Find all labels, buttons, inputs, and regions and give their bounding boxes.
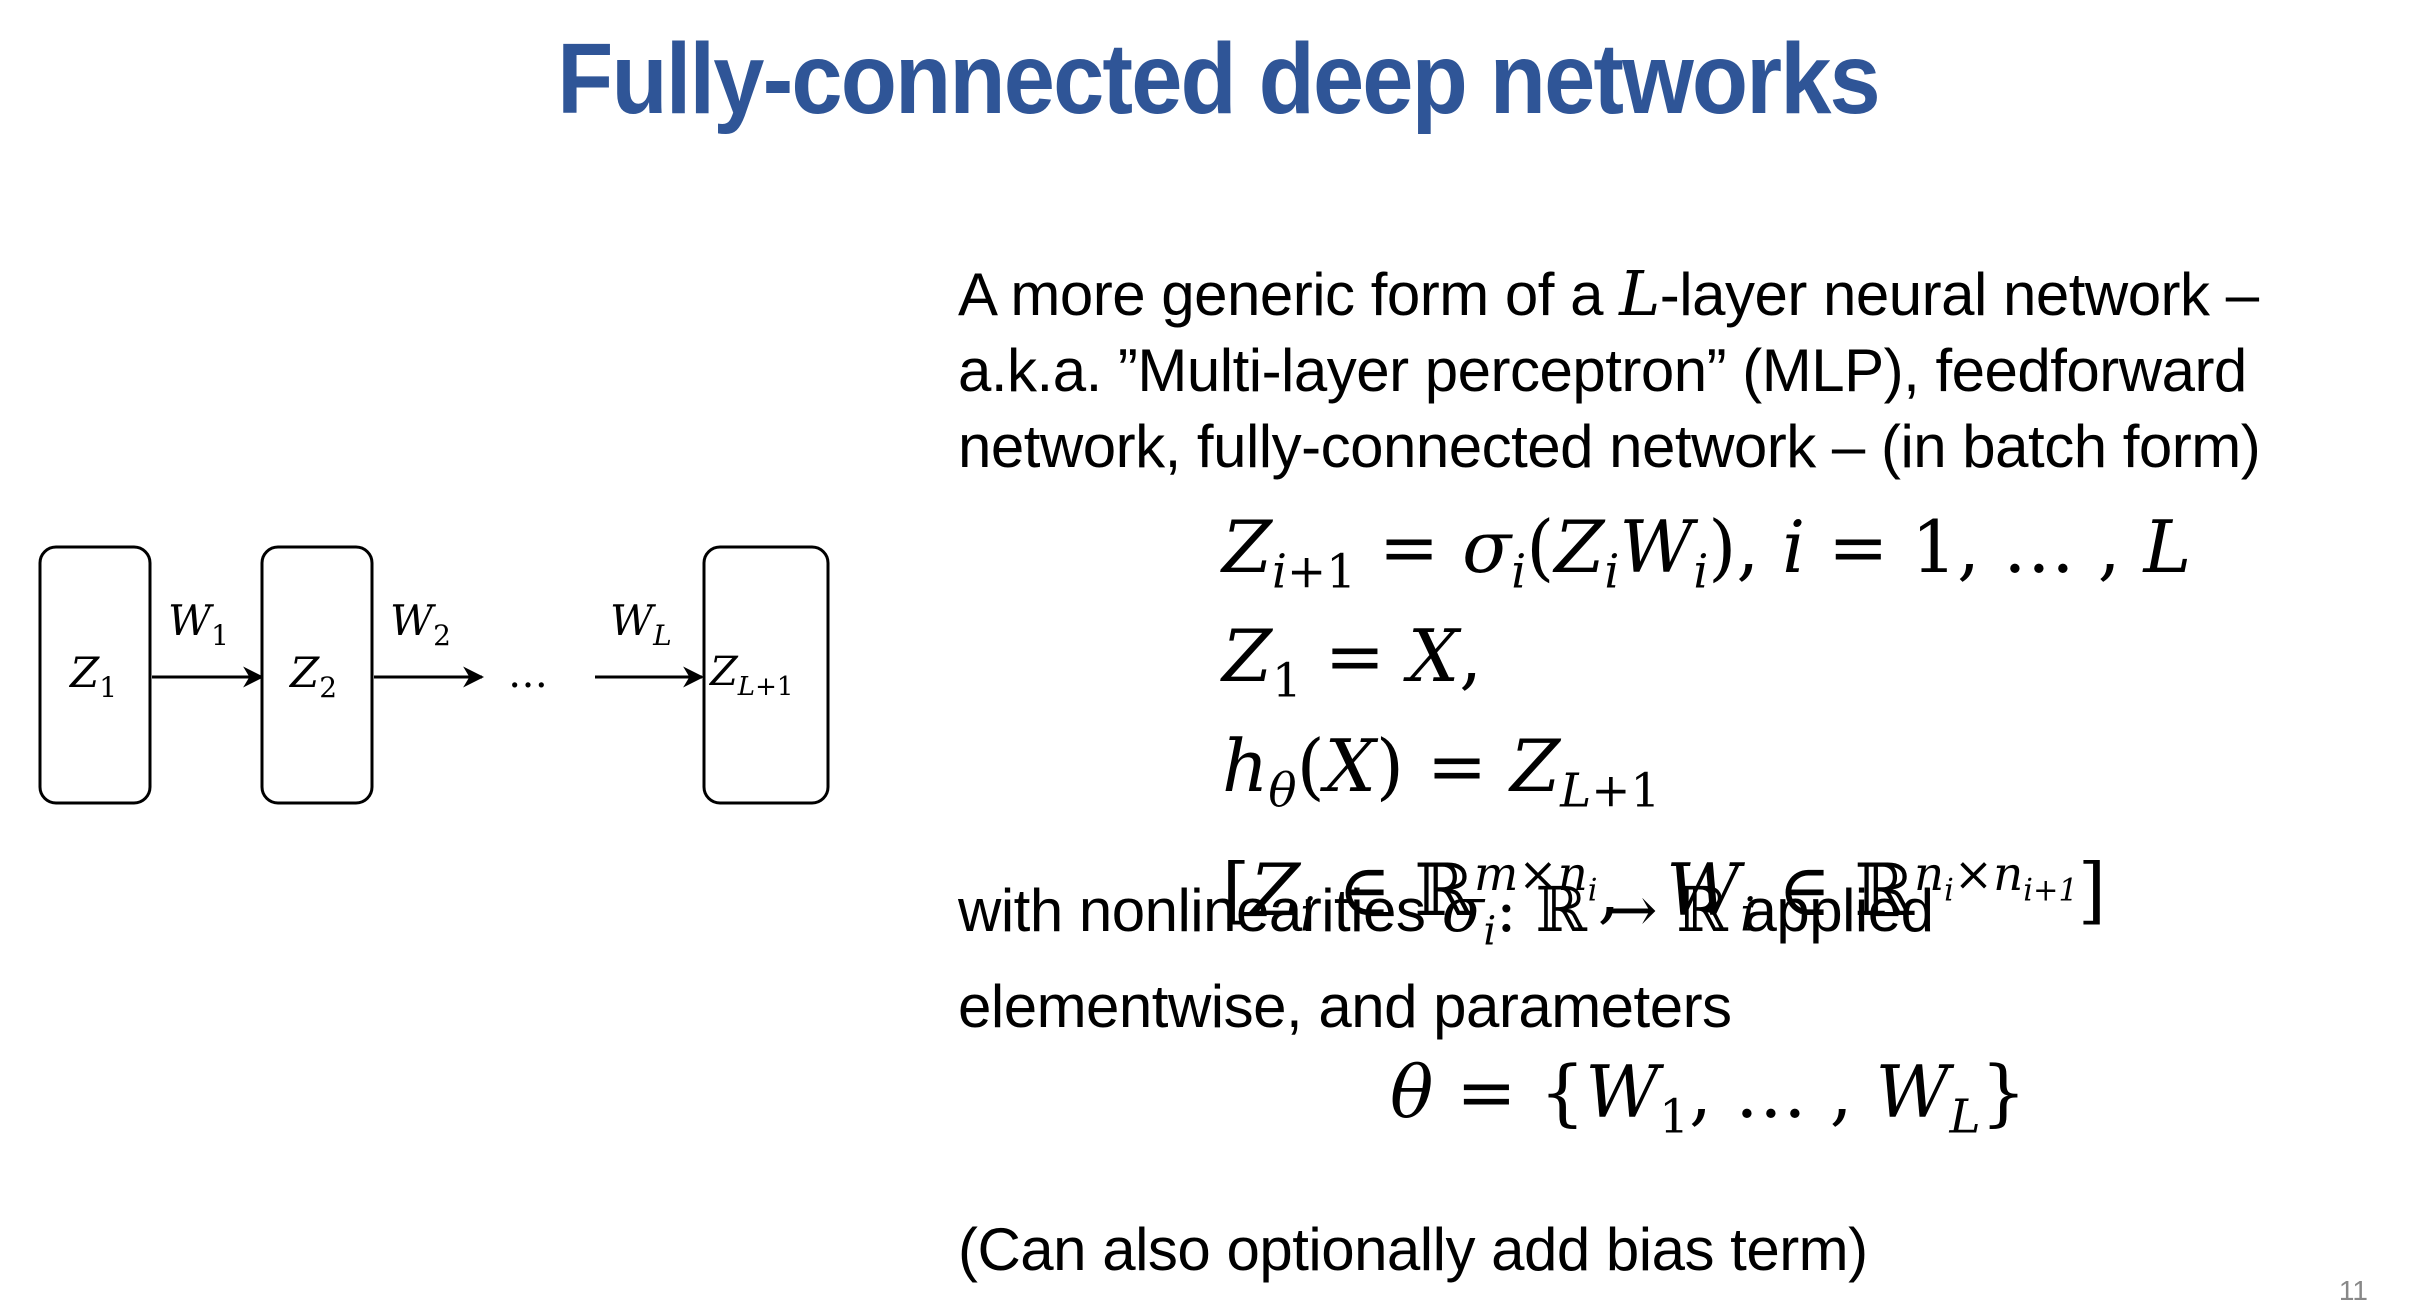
ellipsis: … <box>508 651 548 697</box>
intro-text-a: A more generic form of a <box>958 261 1620 328</box>
intro-line-2: a.k.a. ”Multi-layer perceptron” (MLP), f… <box>958 337 2247 404</box>
intro-paragraph: A more generic form of a L-layer neural … <box>958 256 2398 485</box>
node-z1-box <box>38 545 152 805</box>
nonlin-math: σi: ℝ → ℝ <box>1441 873 1728 955</box>
intro-text-b: -layer neural network – <box>1659 261 2259 328</box>
nonlin-text-a: with nonlinearities <box>958 877 1442 944</box>
equation-block: Zi+1 = σi(ZiWi), i = 1, … , L Z1 = X, hθ… <box>1222 505 2191 958</box>
nonlinearity-paragraph: with nonlinearities σi: ℝ → ℝ applied el… <box>958 872 2398 1045</box>
bias-note: (Can also optionally add bias term) <box>958 1216 1868 1283</box>
edge-wl-label: WL <box>610 596 672 652</box>
slide-title: Fully-connected deep networks <box>557 23 1881 135</box>
edge-w1-label: W1 <box>168 596 229 652</box>
equation-input: Z1 = X, <box>1222 614 1483 709</box>
page-number: 11 <box>2338 1275 2368 1306</box>
parameters-equation: θ = {W1, … , WL} <box>1390 1050 2027 1145</box>
equation-layer-recurrence: Zi+1 = σi(ZiWi), i = 1, … , L <box>1222 505 2192 600</box>
intro-line-3: network, fully-connected network – (in b… <box>958 413 2261 480</box>
equation-output: hθ(X) = ZL+1 <box>1222 723 1661 819</box>
intro-L: L <box>1619 257 1660 330</box>
node-zl1-box <box>702 545 830 805</box>
equation-dimensions: [Zi ∈ ℝm×ni, Wi ∈ ℝni×ni+1] <box>1222 848 2106 943</box>
nonlin-text-b: applied <box>1727 877 1934 944</box>
node-z2-box <box>260 545 374 805</box>
nonlin-line-2: elementwise, and parameters <box>958 973 1732 1041</box>
mlp-diagram: Z1 W1 Z2 W2 … WL ZL+1 <box>38 545 830 805</box>
edge-w2-label: W2 <box>390 596 451 652</box>
